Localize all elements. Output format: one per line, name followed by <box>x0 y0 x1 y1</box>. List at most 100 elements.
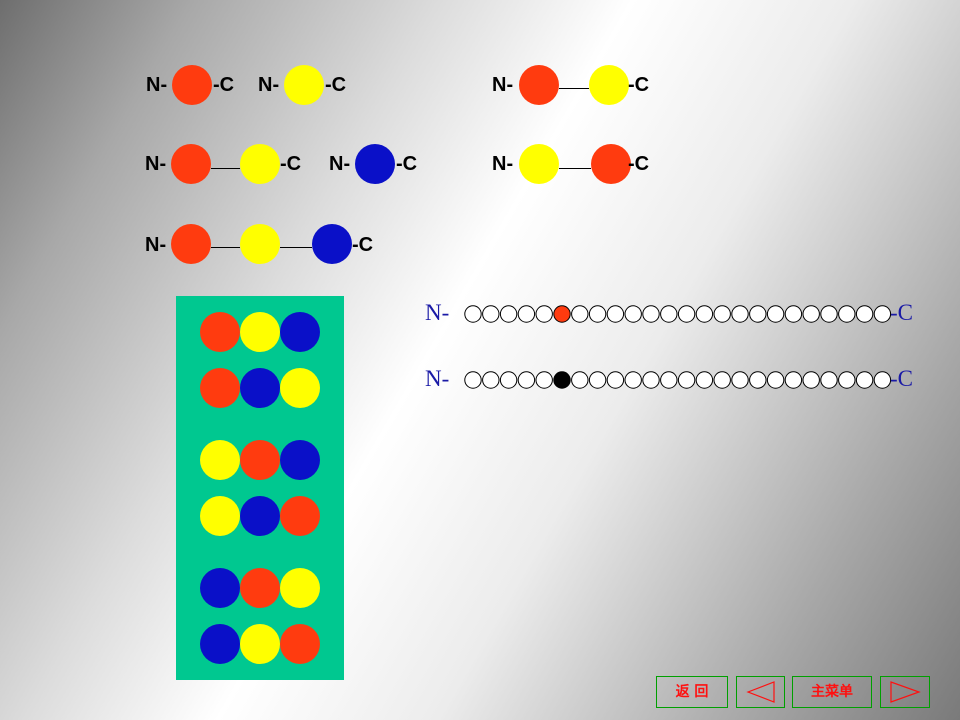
chain-residue <box>802 371 820 389</box>
residue-blue <box>200 624 240 664</box>
chain-residue <box>695 305 714 323</box>
chain-residue <box>749 305 767 323</box>
chain-residue <box>873 371 892 389</box>
chain-residue <box>749 371 767 389</box>
residue-yellow <box>519 144 559 184</box>
residue-yellow <box>589 65 629 105</box>
chain-residue <box>535 371 553 389</box>
chain-residue <box>606 371 625 389</box>
c-terminal-label: -C <box>213 74 235 96</box>
chain-residue <box>784 305 803 323</box>
chain-residue <box>766 371 785 389</box>
residue-red <box>519 65 559 105</box>
chain-n-terminal-label: N- <box>425 300 450 325</box>
permutations-panel <box>176 296 344 680</box>
peptide-bond <box>211 168 240 169</box>
residue-yellow <box>240 144 280 184</box>
chain-residue <box>642 371 660 389</box>
right-triangle-icon <box>890 681 921 703</box>
chain-residue <box>642 305 660 323</box>
chain-residue <box>588 371 607 389</box>
residue-yellow <box>280 368 320 408</box>
c-terminal-label: -C <box>628 74 650 96</box>
chain-residue <box>713 305 731 323</box>
chain-residue <box>820 305 838 323</box>
peptide-bond <box>211 247 240 248</box>
c-terminal-label: -C <box>280 153 302 175</box>
residue-red <box>591 144 631 184</box>
chain-n-terminal-label: N- <box>425 366 450 391</box>
chain-residue <box>482 371 500 389</box>
n-terminal-label: N- <box>492 153 514 175</box>
residue-blue <box>355 144 395 184</box>
residue-yellow <box>240 624 280 664</box>
chain-residue <box>855 371 874 389</box>
chain-residue <box>677 305 696 323</box>
chain-residue <box>731 371 749 389</box>
residue-yellow <box>240 224 280 264</box>
chain-residue <box>695 371 714 389</box>
chain-residue <box>660 371 678 389</box>
chain-residue <box>517 305 536 323</box>
main-menu-button[interactable]: 主菜单 <box>792 676 872 708</box>
main-menu-button-label: 主菜单 <box>811 684 853 700</box>
n-terminal-label: N- <box>329 153 351 175</box>
chain-residue <box>535 305 553 323</box>
residue-blue <box>200 568 240 608</box>
n-terminal-label: N- <box>145 234 167 256</box>
residue-red <box>280 496 320 536</box>
peptide-bond <box>280 247 312 248</box>
prev-button[interactable] <box>736 676 785 708</box>
chain-c-terminal-label: -C <box>890 366 913 391</box>
chain-residue <box>784 371 803 389</box>
chain-residue <box>766 305 785 323</box>
chain-residue <box>820 371 838 389</box>
left-triangle-icon <box>746 681 775 703</box>
residue-red <box>280 624 320 664</box>
c-terminal-label: -C <box>352 234 374 256</box>
residue-blue <box>240 368 280 408</box>
chain-residue <box>713 371 731 389</box>
residue-blue <box>312 224 352 264</box>
back-button[interactable]: 返 回 <box>656 676 728 708</box>
residue-yellow <box>200 440 240 480</box>
chain-residue <box>482 305 500 323</box>
chain-residue <box>588 305 607 323</box>
residue-red <box>240 568 280 608</box>
back-button-label: 返 回 <box>675 684 709 700</box>
residue-blue <box>280 312 320 352</box>
chain-residue <box>571 371 589 389</box>
chain-residue <box>606 305 625 323</box>
residue-yellow <box>284 65 324 105</box>
chain-residue <box>838 371 856 389</box>
chain-residue <box>499 305 518 323</box>
residue-yellow <box>280 568 320 608</box>
residue-red <box>172 65 212 105</box>
chain-residue <box>499 371 518 389</box>
chain-residue <box>624 305 642 323</box>
n-terminal-label: N- <box>258 74 280 96</box>
c-terminal-label: -C <box>628 153 650 175</box>
chain-residue <box>873 305 892 323</box>
next-button[interactable] <box>880 676 930 708</box>
chain-residue <box>838 305 856 323</box>
residue-blue <box>280 440 320 480</box>
chain-residue <box>464 371 482 389</box>
residue-red <box>171 224 211 264</box>
chain-residue <box>517 371 536 389</box>
n-terminal-label: N- <box>145 153 167 175</box>
chain-residue <box>802 305 820 323</box>
chain-residue <box>571 305 589 323</box>
residue-blue <box>240 496 280 536</box>
chain-residue <box>731 305 749 323</box>
n-terminal-label: N- <box>146 74 168 96</box>
chain-residue <box>624 371 642 389</box>
chain-residue <box>464 305 482 323</box>
peptide-bond <box>559 168 591 169</box>
residue-yellow <box>240 312 280 352</box>
chain-residue <box>677 371 696 389</box>
highlighted-residue <box>553 371 571 389</box>
residue-red <box>240 440 280 480</box>
c-terminal-label: -C <box>325 74 347 96</box>
